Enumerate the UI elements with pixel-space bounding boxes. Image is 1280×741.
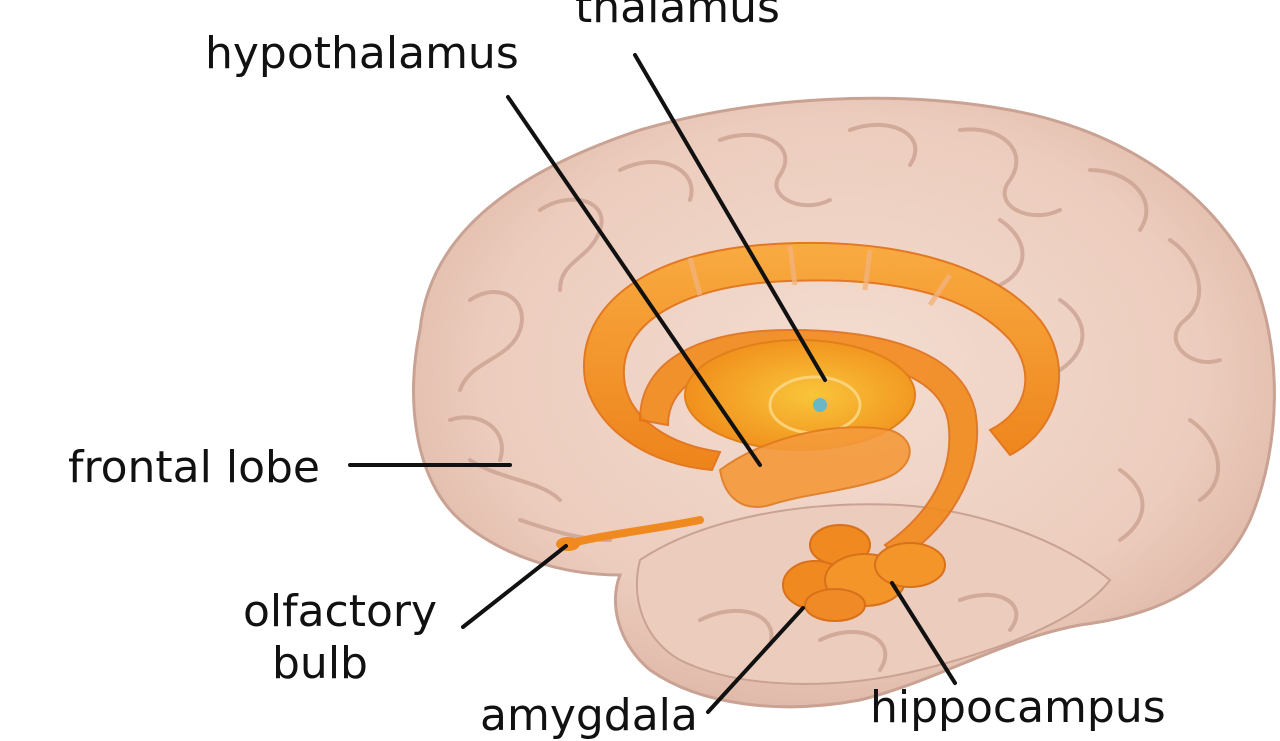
- label-olfactory-bulb-line2: bulb: [272, 638, 368, 689]
- cingulate-arch: [583, 241, 1061, 472]
- leader-hippocampus: [890, 581, 957, 685]
- leader-lines: [348, 53, 957, 714]
- label-olfactory-bulb-line1: olfactory: [242, 586, 438, 637]
- label-hypothalamus: hypothalamus: [205, 28, 519, 79]
- leader-thalamus: [633, 53, 827, 382]
- label-amygdala: amygdala: [480, 690, 698, 741]
- limbic-structures: [556, 241, 1061, 622]
- label-hippocampus: hippocampus: [870, 682, 1166, 733]
- leader-amygdala: [706, 606, 805, 714]
- brain-hemisphere: [412, 96, 1276, 709]
- limbic-system-diagram: [348, 53, 1276, 714]
- sulci: [448, 122, 1222, 672]
- amygdala-hippocampus: [782, 524, 946, 622]
- leader-olfactory-bulb: [461, 544, 568, 629]
- label-olfactory-bulb: olfactory bulb: [240, 590, 440, 686]
- hypothalamus-structure: [718, 426, 911, 508]
- label-frontal-lobe: frontal lobe: [68, 442, 320, 493]
- label-thalamus: thalamus: [575, 0, 780, 33]
- leader-hypothalamus: [506, 95, 762, 467]
